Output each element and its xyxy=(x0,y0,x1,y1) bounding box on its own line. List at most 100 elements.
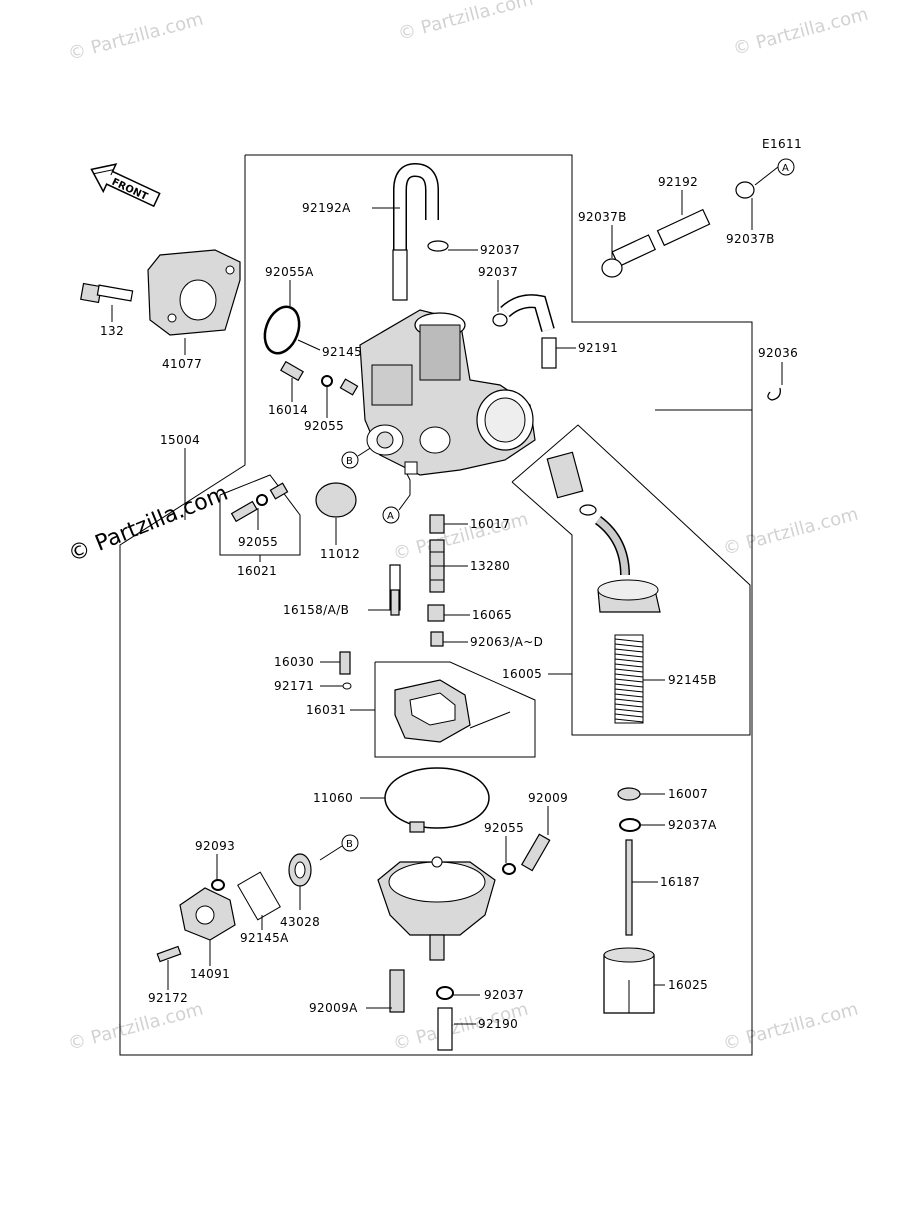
clamp-92037-top xyxy=(427,240,449,252)
label-92055-a: 92055 xyxy=(304,419,344,433)
diaphragm-43028 xyxy=(288,853,312,887)
jet-92063 xyxy=(430,631,444,647)
set-16021 xyxy=(219,474,301,556)
watermark: © Partzilla.com xyxy=(731,4,871,60)
label-92190: 92190 xyxy=(478,1017,518,1031)
label-92009: 92009 xyxy=(528,791,568,805)
bolt-132 xyxy=(80,282,134,304)
valve-92009 xyxy=(520,833,551,872)
bolt-92009a xyxy=(389,969,405,1013)
washer-92093 xyxy=(211,879,225,891)
needle-jet-13280 xyxy=(429,539,445,593)
label-92145: 92145 xyxy=(322,345,362,359)
label-92037-top: 92037 xyxy=(480,243,520,257)
callout-a-mid: A xyxy=(382,469,411,524)
label-92009a: 92009A xyxy=(309,1001,358,1015)
label-16031: 16031 xyxy=(306,703,346,717)
label-16158: 16158/A/B xyxy=(283,603,349,617)
float-16031 xyxy=(374,661,536,758)
clamp-92037b-left xyxy=(601,258,623,278)
callout-a-top: A xyxy=(754,158,795,186)
carburetor-body xyxy=(359,309,536,476)
watermark: © Partzilla.com xyxy=(721,999,861,1055)
diagram-code: E1611 xyxy=(762,137,802,151)
label-16017: 16017 xyxy=(470,517,510,531)
label-92037b-right: 92037B xyxy=(726,232,775,246)
front-arrow-icon: FRONT xyxy=(90,163,161,208)
label-92037a: 92037A xyxy=(668,818,717,832)
label-92191: 92191 xyxy=(578,341,618,355)
cover-14091 xyxy=(179,887,236,941)
hose-92190 xyxy=(437,1007,453,1051)
watermark: © Partzilla.com xyxy=(396,0,536,45)
oring-92055-a xyxy=(321,375,333,387)
part-labels: 92192A 92037 92037 92191 92192 92037B 92… xyxy=(100,175,798,1031)
cap-11012 xyxy=(315,482,357,518)
oring-92171 xyxy=(342,682,352,690)
clamp-92037-bot xyxy=(436,986,454,1000)
label-92145a: 92145A xyxy=(240,931,289,945)
label-92036: 92036 xyxy=(758,346,798,360)
label-92192a: 92192A xyxy=(302,201,351,215)
label-92171: 92171 xyxy=(274,679,314,693)
label-16187: 16187 xyxy=(660,875,700,889)
svg-text:B: B xyxy=(346,839,353,850)
label-132: 132 xyxy=(100,324,124,338)
hose-92191 xyxy=(500,294,557,369)
spring-92145 xyxy=(339,378,359,396)
screw-16014 xyxy=(280,360,304,382)
label-16025: 16025 xyxy=(668,978,708,992)
clamp-92037-mid xyxy=(492,313,508,327)
needle-16158 xyxy=(389,564,401,616)
label-92055a: 92055A xyxy=(265,265,314,279)
clamp-92037b-right xyxy=(735,181,755,199)
cap-16007 xyxy=(617,787,641,801)
label-92063: 92063/A~D xyxy=(470,635,543,649)
holder-16065 xyxy=(427,604,445,622)
needle-16187 xyxy=(625,839,633,936)
label-92145b: 92145B xyxy=(668,673,717,687)
label-92192: 92192 xyxy=(658,175,698,189)
float-bowl xyxy=(377,856,496,961)
jet-16017 xyxy=(429,514,445,534)
label-92037-mid: 92037 xyxy=(478,265,518,279)
screw-92172 xyxy=(156,945,182,963)
svg-text:B: B xyxy=(346,456,353,467)
label-15004: 15004 xyxy=(160,433,200,447)
label-16030: 16030 xyxy=(274,655,314,669)
oring-92055a xyxy=(263,305,301,355)
label-16065: 16065 xyxy=(472,608,512,622)
label-92172: 92172 xyxy=(148,991,188,1005)
svg-text:A: A xyxy=(782,163,789,174)
slide-16025 xyxy=(603,947,655,1014)
label-16014: 16014 xyxy=(268,403,308,417)
throttle-assembly-16005 xyxy=(511,424,751,736)
leader-lines xyxy=(111,190,783,1025)
jet-16030 xyxy=(339,651,351,675)
label-92037-bot: 92037 xyxy=(484,988,524,1002)
svg-text:A: A xyxy=(387,511,394,522)
label-92037b-left: 92037B xyxy=(578,210,627,224)
clip-92037a xyxy=(619,818,641,832)
label-43028: 43028 xyxy=(280,915,320,929)
clip-92036 xyxy=(767,387,781,401)
watermark: © Partzilla.com xyxy=(721,504,861,560)
label-14091: 14091 xyxy=(190,967,230,981)
label-13280: 13280 xyxy=(470,559,510,573)
spring-92145b xyxy=(614,634,644,724)
spring-92145a xyxy=(237,871,281,921)
label-92055-c: 92055 xyxy=(484,821,524,835)
watermark: © Partzilla.com xyxy=(66,9,206,65)
label-16021: 16021 xyxy=(237,564,277,578)
manifold-41077 xyxy=(147,249,241,336)
label-16007: 16007 xyxy=(668,787,708,801)
label-92055-b: 92055 xyxy=(238,535,278,549)
label-16005: 16005 xyxy=(502,667,542,681)
oring-92055-c xyxy=(502,863,516,875)
watermark: © Partzilla.com xyxy=(66,999,206,1055)
label-41077: 41077 xyxy=(162,357,202,371)
label-11012: 11012 xyxy=(320,547,360,561)
diaphragm-11060 xyxy=(384,767,490,833)
